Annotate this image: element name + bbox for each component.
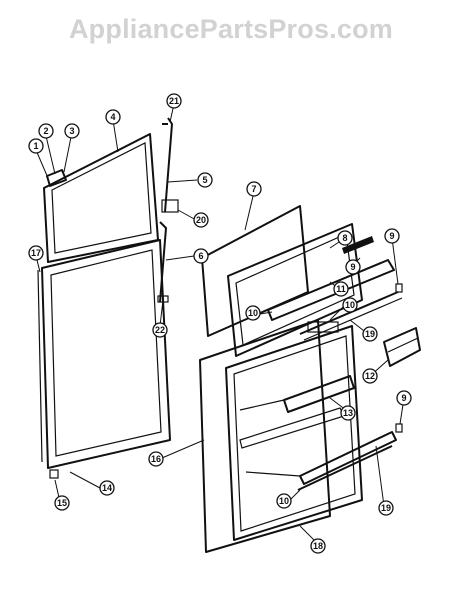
door-strip-17 bbox=[37, 269, 43, 463]
svg-text:19: 19 bbox=[365, 329, 375, 339]
svg-text:9: 9 bbox=[389, 231, 394, 241]
svg-text:17: 17 bbox=[31, 248, 41, 258]
svg-text:15: 15 bbox=[57, 498, 67, 508]
callout-14: 14 bbox=[99, 480, 115, 496]
upper-liner bbox=[227, 223, 363, 357]
callout-8: 8 bbox=[337, 230, 353, 246]
callout-5: 5 bbox=[197, 172, 213, 188]
callout-21: 21 bbox=[166, 93, 182, 109]
callout-15: 15 bbox=[54, 495, 70, 511]
freezer-door-outline bbox=[43, 133, 159, 263]
lower-liner-18 bbox=[225, 325, 363, 541]
callout-19b: 19 bbox=[378, 500, 394, 516]
svg-text:1: 1 bbox=[33, 141, 38, 151]
left-door-assembly bbox=[37, 133, 171, 479]
fresh-food-door-outline bbox=[41, 239, 171, 469]
svg-text:9: 9 bbox=[401, 393, 406, 403]
callout-13: 13 bbox=[340, 405, 356, 421]
callout-4: 4 bbox=[105, 109, 121, 125]
callout-2: 2 bbox=[38, 123, 54, 139]
watermark: AppliancePartsPros.com bbox=[68, 14, 393, 44]
callout-3: 3 bbox=[64, 123, 80, 139]
callout-12: 12 bbox=[362, 368, 378, 384]
svg-text:10: 10 bbox=[279, 496, 289, 506]
upper-handle bbox=[164, 117, 173, 213]
upper-shelf bbox=[267, 259, 395, 321]
hinge-handle-assembly bbox=[157, 117, 179, 303]
callout-19a: 19 bbox=[362, 326, 378, 342]
svg-text:4: 4 bbox=[110, 112, 115, 122]
callout-17: 17 bbox=[28, 245, 44, 261]
svg-text:6: 6 bbox=[198, 251, 203, 261]
lower-inner-panel bbox=[199, 319, 403, 553]
svg-text:7: 7 bbox=[251, 184, 256, 194]
center-hinge bbox=[161, 199, 179, 213]
small-bin bbox=[307, 321, 339, 333]
callout-22: 22 bbox=[152, 322, 168, 338]
callout-7: 7 bbox=[246, 181, 262, 197]
svg-text:16: 16 bbox=[151, 454, 161, 464]
svg-text:19: 19 bbox=[381, 503, 391, 513]
callout-10b: 10 bbox=[342, 297, 358, 313]
svg-text:12: 12 bbox=[365, 371, 375, 381]
badge-part bbox=[46, 169, 67, 187]
svg-text:14: 14 bbox=[102, 483, 112, 493]
svg-text:2: 2 bbox=[43, 126, 48, 136]
callout-10c: 10 bbox=[276, 493, 292, 509]
callout-10a: 10 bbox=[245, 305, 261, 321]
bottom-hinge bbox=[49, 469, 59, 479]
lower-handle bbox=[159, 221, 167, 303]
callout-1: 1 bbox=[28, 138, 44, 154]
lower-gasket-16 bbox=[199, 319, 331, 553]
leader-lines bbox=[35, 103, 405, 545]
svg-text:21: 21 bbox=[169, 96, 179, 106]
svg-text:18: 18 bbox=[313, 541, 323, 551]
svg-text:3: 3 bbox=[69, 126, 74, 136]
svg-text:11: 11 bbox=[336, 284, 346, 294]
callout-20: 20 bbox=[193, 212, 209, 228]
freezer-door-gasket bbox=[51, 142, 152, 254]
callout-6: 6 bbox=[193, 248, 209, 264]
svg-text:8: 8 bbox=[342, 233, 347, 243]
upper-door-rail bbox=[299, 291, 399, 335]
callout-9b: 9 bbox=[345, 259, 361, 275]
svg-text:20: 20 bbox=[196, 215, 206, 225]
upper-inner-panel bbox=[201, 205, 403, 357]
callout-16: 16 bbox=[148, 451, 164, 467]
callout-9c: 9 bbox=[396, 390, 412, 406]
callout-9a: 9 bbox=[384, 228, 400, 244]
svg-text:10: 10 bbox=[345, 300, 355, 310]
upper-gasket-7 bbox=[201, 205, 309, 337]
svg-text:13: 13 bbox=[343, 408, 353, 418]
svg-text:9: 9 bbox=[350, 262, 355, 272]
lower-door-rail bbox=[299, 431, 397, 485]
svg-text:10: 10 bbox=[248, 308, 258, 318]
callout-18: 18 bbox=[310, 538, 326, 554]
dairy-bin bbox=[383, 327, 421, 367]
callout-11: 11 bbox=[333, 281, 349, 297]
fresh-food-door-gasket bbox=[50, 249, 162, 457]
shelf-13 bbox=[283, 375, 355, 413]
svg-text:22: 22 bbox=[155, 325, 165, 335]
svg-text:5: 5 bbox=[202, 175, 207, 185]
